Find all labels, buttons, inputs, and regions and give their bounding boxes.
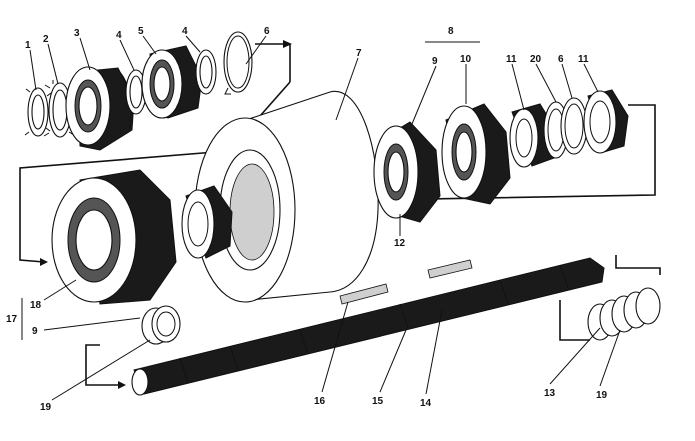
label-3: 3 — [74, 28, 80, 39]
label-9b: 9 — [32, 326, 38, 337]
leader-lines — [29, 35, 621, 401]
label-17: 17 — [6, 314, 18, 325]
label-4b: 4 — [182, 26, 188, 37]
label-13: 13 — [544, 388, 556, 399]
label-9a: 9 — [432, 56, 438, 67]
label-16: 16 — [314, 396, 326, 407]
label-6a: 6 — [264, 26, 270, 37]
label-7: 7 — [356, 48, 362, 59]
label-10: 10 — [460, 54, 472, 65]
part-number-labels: 1 2 3 4 5 4 6 7 8 9 10 11 20 6 11 12 18 … — [6, 26, 608, 413]
label-8: 8 — [448, 26, 454, 37]
label-12: 12 — [394, 238, 406, 249]
part-bearing-left — [181, 185, 233, 259]
part-main-shaft — [131, 257, 605, 396]
part-bushing-19a — [141, 305, 181, 345]
label-20: 20 — [530, 54, 542, 65]
part-gear-9 — [373, 121, 441, 223]
label-1: 1 — [25, 40, 31, 51]
part-spacer-ring-4a — [125, 69, 147, 115]
label-14: 14 — [420, 398, 432, 409]
part-housing-7 — [194, 90, 379, 303]
label-15: 15 — [372, 396, 384, 407]
assembly-path-lines — [19, 40, 661, 389]
label-6b: 6 — [558, 54, 564, 65]
label-2: 2 — [43, 34, 49, 45]
label-11b: 11 — [578, 54, 589, 65]
part-gear-cluster-18 — [51, 169, 177, 305]
part-spacer-ring-4b — [195, 49, 217, 95]
part-gear-10 — [441, 103, 511, 205]
part-bearing-11b — [583, 89, 629, 154]
label-5: 5 — [138, 26, 144, 37]
label-4a: 4 — [116, 30, 122, 41]
part-snap-ring-6a — [223, 31, 253, 95]
part-gear-3 — [65, 66, 135, 151]
part-bearing-5 — [141, 45, 203, 119]
part-snap-ring-6b — [560, 97, 588, 155]
label-19b: 19 — [596, 390, 608, 401]
part-lock-nut-1 — [24, 87, 52, 137]
label-11a: 11 — [506, 54, 517, 65]
label-19a: 19 — [40, 402, 52, 413]
part-spring-19b — [587, 287, 661, 341]
label-18: 18 — [30, 300, 42, 311]
